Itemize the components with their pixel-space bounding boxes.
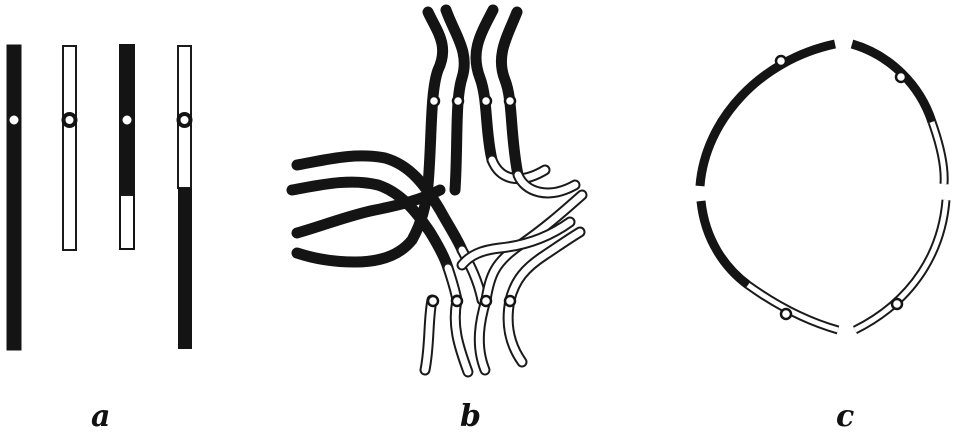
chromosome-a3 — [120, 45, 134, 249]
centromere-c1 — [776, 56, 786, 66]
chromosome-a4 — [178, 46, 192, 349]
chromosome-a2 — [63, 46, 76, 250]
ring-arc-lower-right — [855, 200, 946, 330]
centromere-a2 — [64, 114, 76, 126]
ring-arc-lower-left-dark — [701, 201, 748, 285]
centromere-a1 — [8, 114, 20, 126]
centromere-b7 — [481, 296, 491, 306]
ring-arc-upper-right-dark — [852, 44, 932, 122]
centromere-c3 — [781, 309, 791, 319]
panel-b — [292, 10, 582, 372]
centromere-b3 — [481, 96, 491, 106]
centromere-b1 — [429, 96, 439, 106]
panel-label-b: b — [460, 402, 481, 432]
centromere-b5 — [428, 296, 438, 306]
centromere-b8 — [505, 296, 515, 306]
panel-c — [700, 44, 946, 330]
centromere-b2 — [453, 96, 463, 106]
centromere-c4 — [892, 299, 902, 309]
centromere-a4 — [179, 114, 191, 126]
ring-arc-upper-left — [700, 44, 835, 186]
chromosome-a1 — [7, 45, 21, 350]
panel-label-c: c — [836, 402, 854, 432]
panel-a — [7, 45, 192, 350]
centromere-b4 — [505, 96, 515, 106]
panel-label-a: a — [91, 402, 110, 432]
centromere-b6 — [452, 296, 462, 306]
centromere-c2 — [896, 72, 906, 82]
centromere-a3 — [121, 114, 133, 126]
